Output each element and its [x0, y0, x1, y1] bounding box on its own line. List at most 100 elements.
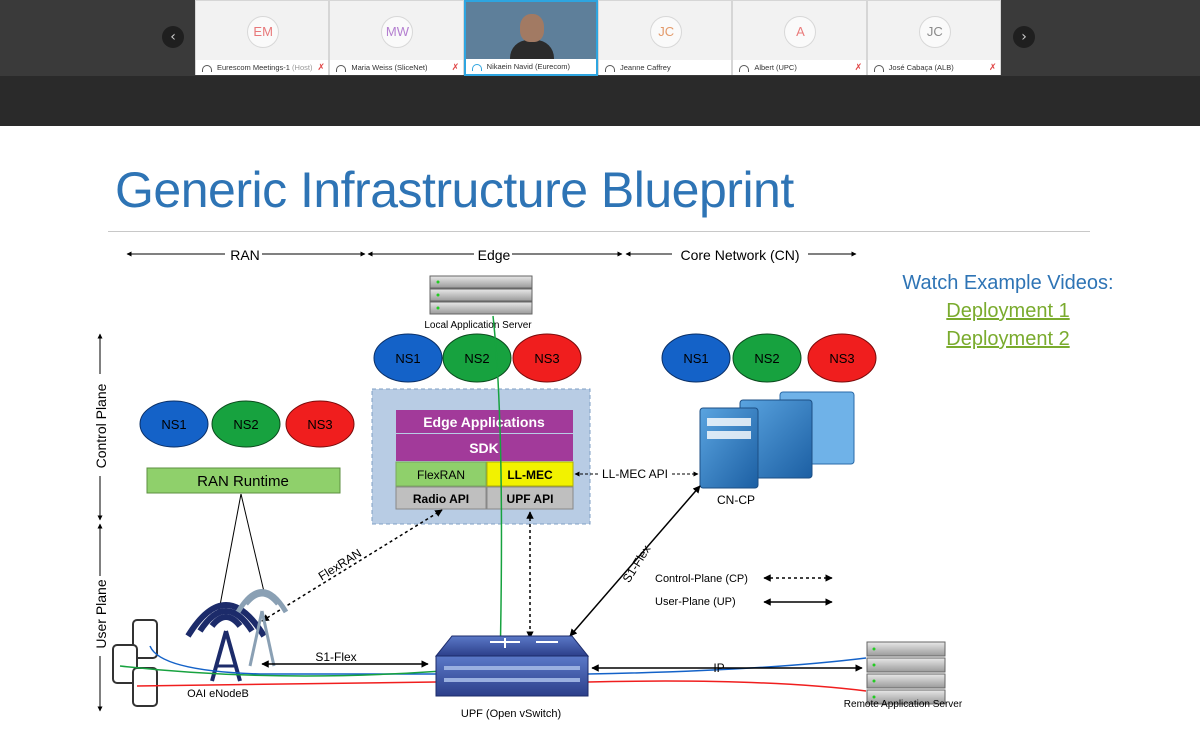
headphones-icon	[605, 64, 615, 72]
edge-ns2-cloud: NS2	[442, 333, 512, 383]
ns1-data-path	[587, 657, 867, 675]
participant-tile-active-speaker[interactable]: Nikaein Navid (Eurecom)	[463, 0, 598, 76]
ns1-label: NS1	[161, 417, 186, 432]
ns2-label: NS2	[754, 351, 779, 366]
participant-name-bar: Eurescom Meetings-1 (Host) ✗	[196, 60, 329, 75]
local-application-server-icon	[429, 275, 533, 315]
legend-up-label: User-Plane (UP)	[655, 596, 736, 608]
participant-tile[interactable]: MW Maria Weiss (SliceNet) ✗	[329, 0, 464, 75]
edge-ns1-cloud: NS1	[373, 333, 443, 383]
watch-videos-heading: Watch Example Videos:	[902, 272, 1114, 294]
participant-name-bar: José Cabaça (ALB) ✗	[867, 60, 1000, 75]
ip-label: IP	[713, 661, 724, 675]
mic-muted-icon: ✗	[854, 62, 863, 72]
avatar: MW	[381, 16, 414, 48]
edge-ns3-cloud: NS3	[512, 333, 582, 383]
participant-tile[interactable]: JC Jeanne Caffrey	[598, 0, 733, 75]
s1flex-control-link	[569, 485, 701, 637]
participant-name-bar: Jeanne Caffrey	[599, 60, 732, 75]
participant-name: Maria Weiss (SliceNet)	[351, 63, 428, 72]
ns3-data-path	[136, 681, 437, 687]
cn-ns1-cloud: NS1	[661, 333, 731, 383]
ns1-label: NS1	[683, 351, 708, 366]
enodeb-tower-icon	[185, 589, 289, 682]
ran-runtime-label: RAN Runtime	[197, 473, 289, 490]
remote-application-server-label: Remote Application Server	[844, 699, 963, 710]
deployment-1-link[interactable]: Deployment 1	[946, 300, 1070, 322]
deployment-2-link[interactable]: Deployment 2	[946, 328, 1070, 350]
llmec-label: LL-MEC	[507, 468, 553, 482]
mic-muted-icon: ✗	[451, 62, 460, 72]
mic-muted-icon: ✗	[317, 62, 325, 72]
phone-icon	[112, 619, 158, 707]
ns3-label: NS3	[307, 417, 332, 432]
participant-tile[interactable]: JC José Cabaça (ALB) ✗	[866, 0, 1001, 75]
s1flex-user-label: S1-Flex	[315, 650, 356, 664]
participant-name-bar: Nikaein Navid (Eurecom)	[465, 59, 596, 74]
participant-name-bar: Maria Weiss (SliceNet) ✗	[330, 60, 463, 75]
upf-label: UPF (Open vSwitch)	[461, 708, 561, 720]
headphones-icon	[471, 63, 482, 71]
sdk-box	[396, 434, 573, 461]
ran-ns3-cloud: NS3	[285, 400, 355, 448]
radio-api-box	[395, 486, 487, 510]
blueprint-diagram: RAN Edge Core Network (CN) Control Plane…	[93, 247, 963, 720]
participant-tile[interactable]: A Albert (UPC) ✗	[732, 0, 867, 75]
section-edge-label: Edge	[478, 247, 511, 263]
participant-name: Eurescom Meetings-1	[217, 63, 290, 72]
local-application-server-label: Local Application Server	[424, 320, 532, 331]
next-participants-button[interactable]: ›	[1013, 26, 1035, 48]
ran-ns1-cloud: NS1	[139, 400, 209, 448]
remote-application-server-icon	[866, 641, 946, 705]
watch-videos-box: Watch Example Videos: Deployment 1 Deplo…	[898, 272, 1118, 351]
ns3-label: NS3	[534, 351, 559, 366]
section-ran-arrow: RAN	[126, 247, 366, 263]
ns1-label: NS1	[395, 351, 420, 366]
upf-switch-icon	[434, 635, 590, 697]
prev-participants-button[interactable]: ‹	[162, 26, 184, 48]
ns3-data-path	[587, 680, 867, 692]
control-plane-label: Control Plane	[93, 383, 109, 468]
slide-title: Generic Infrastructure Blueprint	[115, 162, 794, 218]
edge-applications-label: Edge Applications	[423, 414, 545, 430]
ran-ns2-cloud: NS2	[211, 400, 281, 448]
headphones-icon	[202, 64, 212, 72]
avatar: EM	[247, 16, 280, 48]
user-plane-axis: User Plane	[93, 523, 109, 712]
avatar: A	[784, 16, 817, 48]
avatar: JC	[918, 16, 951, 48]
flexran-link-label: FlexRAN	[316, 546, 364, 583]
edge-applications-box	[396, 410, 573, 433]
ns1-data-path	[149, 645, 436, 675]
title-divider	[108, 231, 1090, 232]
enodeb-label: OAI eNodeB	[187, 688, 249, 700]
ns3-label: NS3	[829, 351, 854, 366]
radio-api-label: Radio API	[413, 492, 469, 506]
section-ran-label: RAN	[230, 247, 260, 263]
participant-name: José Cabaça (ALB)	[888, 63, 954, 72]
flexran-label: FlexRAN	[417, 468, 465, 482]
cn-cp-label: CN-CP	[717, 493, 755, 507]
participant-name: Albert (UPC)	[754, 63, 797, 72]
shared-slide: Generic Infrastructure Blueprint Watch E…	[0, 126, 1200, 741]
cn-ns2-cloud: NS2	[732, 333, 802, 383]
upf-api-label: UPF API	[507, 492, 554, 506]
runtime-link	[217, 493, 242, 617]
control-plane-axis: Control Plane	[93, 333, 109, 521]
participant-name: Nikaein Navid (Eurecom)	[486, 62, 571, 71]
flexran-box	[395, 461, 487, 487]
runtime-link	[240, 493, 266, 597]
participant-role: (Host)	[292, 63, 313, 72]
cn-cp-server-icon	[699, 391, 855, 489]
s1flex-control-label: S1-Flex	[620, 543, 654, 585]
participant-name: Jeanne Caffrey	[620, 63, 671, 72]
ran-runtime-box	[146, 467, 341, 494]
section-core-arrow: Core Network (CN)	[625, 247, 857, 263]
flexran-link	[261, 509, 443, 622]
participant-tile[interactable]: EM Eurescom Meetings-1 (Host) ✗	[195, 0, 330, 75]
participant-tiles: EM Eurescom Meetings-1 (Host) ✗ MW Maria…	[195, 0, 1001, 76]
mic-muted-icon: ✗	[988, 62, 997, 72]
ns2-label: NS2	[233, 417, 258, 432]
ns2-label: NS2	[464, 351, 489, 366]
sdk-label: SDK	[469, 440, 499, 456]
